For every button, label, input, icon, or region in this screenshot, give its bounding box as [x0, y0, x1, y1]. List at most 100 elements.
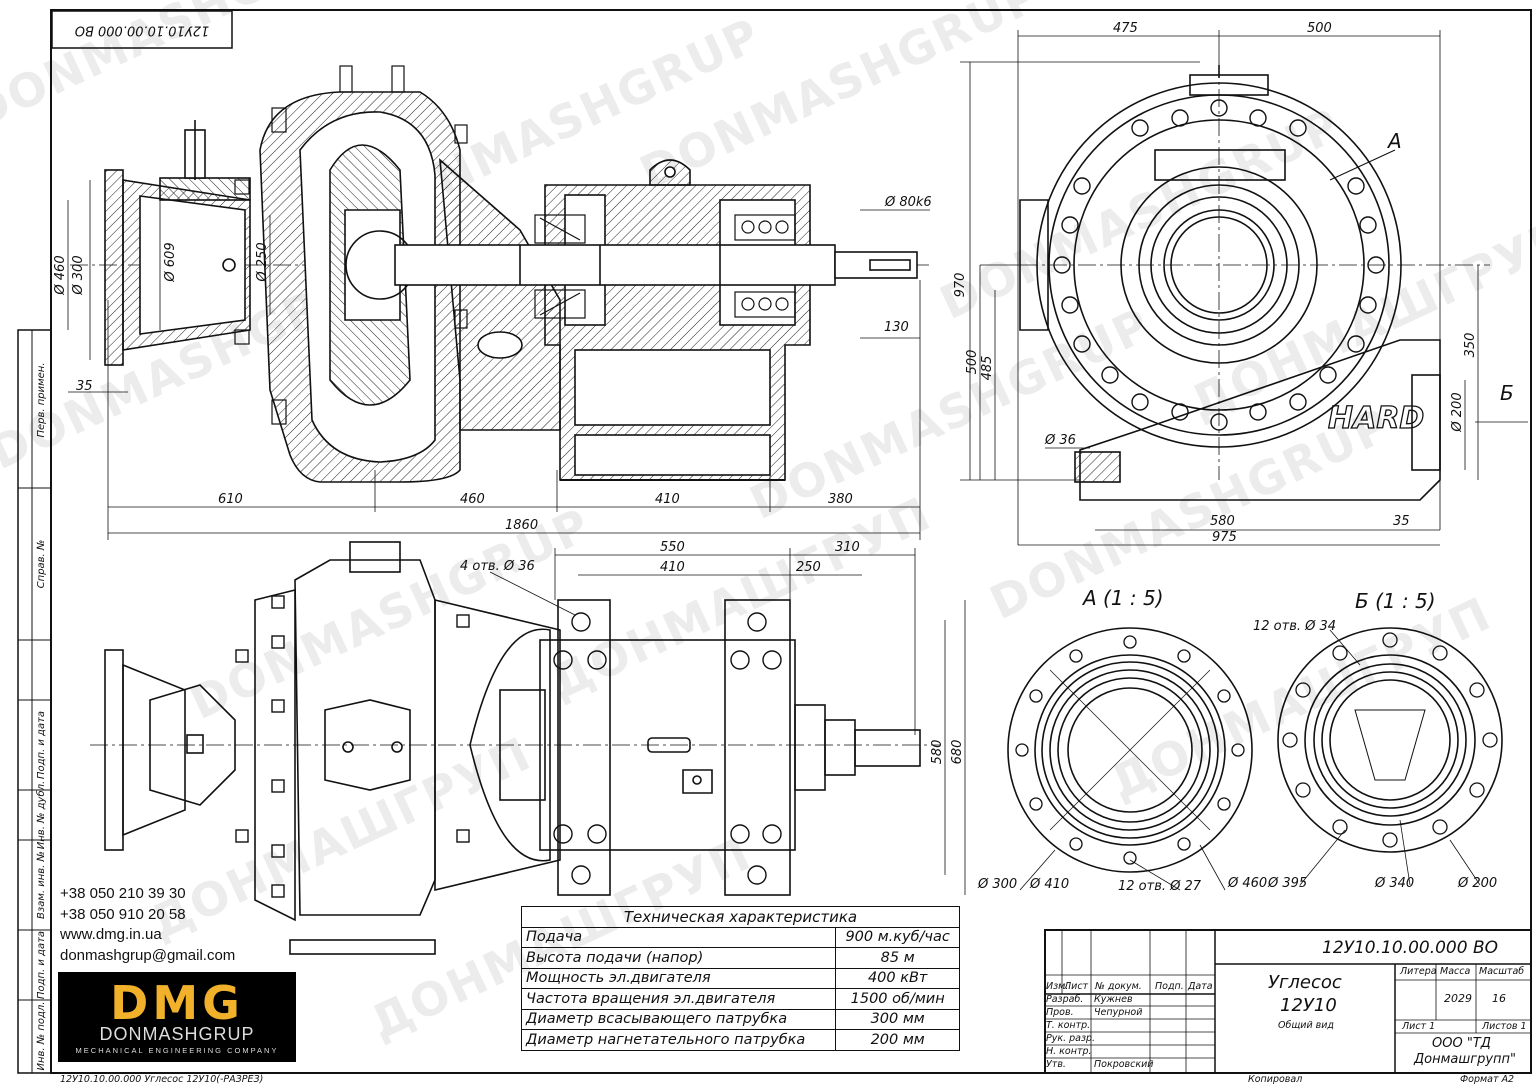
spec-value: 85 м: [835, 947, 960, 969]
svg-text:Инв. № подл.: Инв. № подл.: [36, 1002, 47, 1071]
svg-text:410: 410: [655, 492, 680, 507]
svg-text:Ø 460: Ø 460: [53, 255, 68, 295]
svg-text:580: 580: [930, 740, 945, 765]
svg-text:Б (1 : 5): Б (1 : 5): [1355, 589, 1436, 613]
view-label: Общий вид: [1278, 1020, 1334, 1031]
front-dimension-labels: 475 500 970 500 485 350 Ø 200 Ø 36 580 3…: [953, 21, 1514, 545]
svg-text:Ø 395: Ø 395: [1267, 876, 1307, 891]
spec-param: Мощность эл.двигателя: [520, 967, 837, 989]
email-link[interactable]: donmashgrup@gmail.com: [60, 946, 236, 964]
sheet-number: Лист 1: [1402, 1021, 1436, 1032]
svg-text:410: 410: [660, 560, 685, 575]
section-dimension-labels: Ø 460 Ø 300 Ø 609 Ø 250 Ø 80k6 130 35 61…: [53, 195, 932, 533]
svg-text:4 отв. Ø 36: 4 отв. Ø 36: [460, 559, 535, 574]
detail-a: [1007, 627, 1253, 891]
svg-text:Ø 200: Ø 200: [1450, 392, 1465, 432]
title-block-code: 12У10.10.00.000 ВО: [1322, 938, 1498, 958]
svg-text:Перв. примен.: Перв. примен.: [36, 362, 47, 437]
svg-text:580: 580: [1210, 514, 1235, 529]
svg-text:А (1 : 5): А (1 : 5): [1081, 586, 1164, 610]
svg-text:550: 550: [660, 540, 685, 555]
svg-text:975: 975: [1212, 530, 1237, 545]
name-razrab: Кужнев: [1094, 994, 1133, 1005]
svg-text:Б: Б: [1500, 381, 1514, 405]
company-logo: DMG DONMASHGRUP MECHANICAL ENGINEERING C…: [58, 972, 296, 1062]
svg-text:35: 35: [76, 379, 93, 394]
role-tkontr: Т. контр.: [1046, 1020, 1091, 1031]
role-ruk: Рук. разр.: [1046, 1033, 1096, 1044]
svg-text:1860: 1860: [505, 518, 538, 533]
svg-text:12 отв. Ø 27: 12 отв. Ø 27: [1118, 879, 1202, 894]
spec-param: Частота вращения эл.двигателя: [520, 988, 837, 1010]
detail-b-labels: Б (1 : 5) 12 отв. Ø 34 Ø 395 Ø 340 Ø 200: [1253, 589, 1497, 891]
bottom-code: 12У10.10.00.000 Углесос 12У10(-РАЗРЕЗ): [60, 1074, 264, 1085]
svg-text:680: 680: [950, 740, 965, 765]
plan-dimension-labels: 550 310 410 250 4 отв. Ø 36 580 680: [460, 540, 965, 764]
col-masshtab: Масштаб: [1479, 966, 1525, 977]
detail-b: [1277, 627, 1503, 886]
svg-text:Инв. № дубл.: Инв. № дубл.: [35, 781, 47, 849]
role-nkontr: Н. контр.: [1046, 1046, 1092, 1057]
svg-text:485: 485: [980, 356, 995, 381]
product-name: Углесос: [1268, 972, 1342, 993]
svg-text:Ø 300: Ø 300: [71, 255, 86, 295]
front-dimensions: [960, 30, 1528, 546]
name-utv: Покровский: [1094, 1059, 1154, 1070]
section-dimensions: [67, 180, 930, 540]
svg-text:970: 970: [953, 273, 968, 298]
svg-text:HARD: HARD: [1328, 401, 1424, 436]
svg-text:12У10.10.00.000 ВО: 12У10.10.00.000 ВО: [75, 23, 210, 38]
svg-text:500: 500: [965, 350, 980, 375]
spec-value: 300 мм: [835, 1008, 960, 1030]
col-doc: № докум.: [1095, 981, 1142, 992]
phone-2: +38 050 910 20 58: [60, 905, 186, 923]
spec-value: 200 мм: [835, 1029, 960, 1051]
spec-param: Подача: [520, 926, 837, 948]
svg-text:Справ. №: Справ. №: [36, 540, 47, 589]
svg-text:Ø 609: Ø 609: [163, 242, 178, 282]
svg-text:Ø 250: Ø 250: [255, 242, 270, 282]
col-izm: Изм.: [1046, 981, 1069, 992]
svg-text:DONMASHGRUP: DONMASHGRUP: [632, 0, 1049, 200]
product-model: 12У10: [1280, 995, 1337, 1016]
spec-value: 400 кВт: [835, 967, 960, 989]
title-block: [1044, 929, 1532, 1074]
side-stamp: Перв. примен. Справ. № Подп. и дата Инв.…: [17, 329, 52, 1074]
svg-text:310: 310: [835, 540, 860, 555]
rotated-code-box: 12У10.10.00.000 ВО: [51, 10, 233, 49]
svg-text:12 отв. Ø 34: 12 отв. Ø 34: [1253, 619, 1336, 634]
svg-text:610: 610: [218, 492, 243, 507]
svg-text:Ø 200: Ø 200: [1457, 876, 1497, 891]
copied-label: Копировал: [1248, 1074, 1303, 1085]
role-prov: Пров.: [1046, 1007, 1074, 1018]
plan-dimensions: [489, 548, 966, 895]
svg-text:Ø 410: Ø 410: [1029, 877, 1069, 892]
svg-text:Ø 36: Ø 36: [1044, 433, 1076, 448]
contacts-block: +38 050 210 39 30 +38 050 910 20 58 www.…: [60, 884, 235, 966]
svg-text:Ø 340: Ø 340: [1374, 876, 1414, 891]
col-massa: Масса: [1440, 966, 1471, 977]
svg-text:35: 35: [1393, 514, 1410, 529]
svg-text:Ø 80k6: Ø 80k6: [884, 195, 932, 210]
website-link[interactable]: www.dmg.in.ua: [60, 926, 162, 943]
svg-text:250: 250: [796, 560, 821, 575]
svg-text:DONMASHGRUP: DONMASHGRUP: [932, 97, 1349, 330]
spec-param: Высота подачи (напор): [520, 947, 837, 969]
spec-value: 1500 об/мин: [835, 988, 960, 1010]
svg-text:Ø 460: Ø 460: [1227, 876, 1267, 891]
sheet-count: Листов 1: [1482, 1021, 1527, 1032]
svg-text:380: 380: [828, 492, 853, 507]
logo-tagline: MECHANICAL ENGINEERING COMPANY: [75, 1046, 279, 1055]
role-razrab: Разраб.: [1046, 994, 1084, 1005]
svg-text:Подп. и дата: Подп. и дата: [36, 711, 47, 779]
spec-value: 900 м.куб/час: [835, 926, 960, 948]
svg-text:Подп. и дата: Подп. и дата: [36, 931, 47, 999]
front-view: [1019, 60, 1490, 501]
logo-mark: DMG: [110, 976, 244, 1030]
col-sign: Подп.: [1155, 981, 1184, 992]
